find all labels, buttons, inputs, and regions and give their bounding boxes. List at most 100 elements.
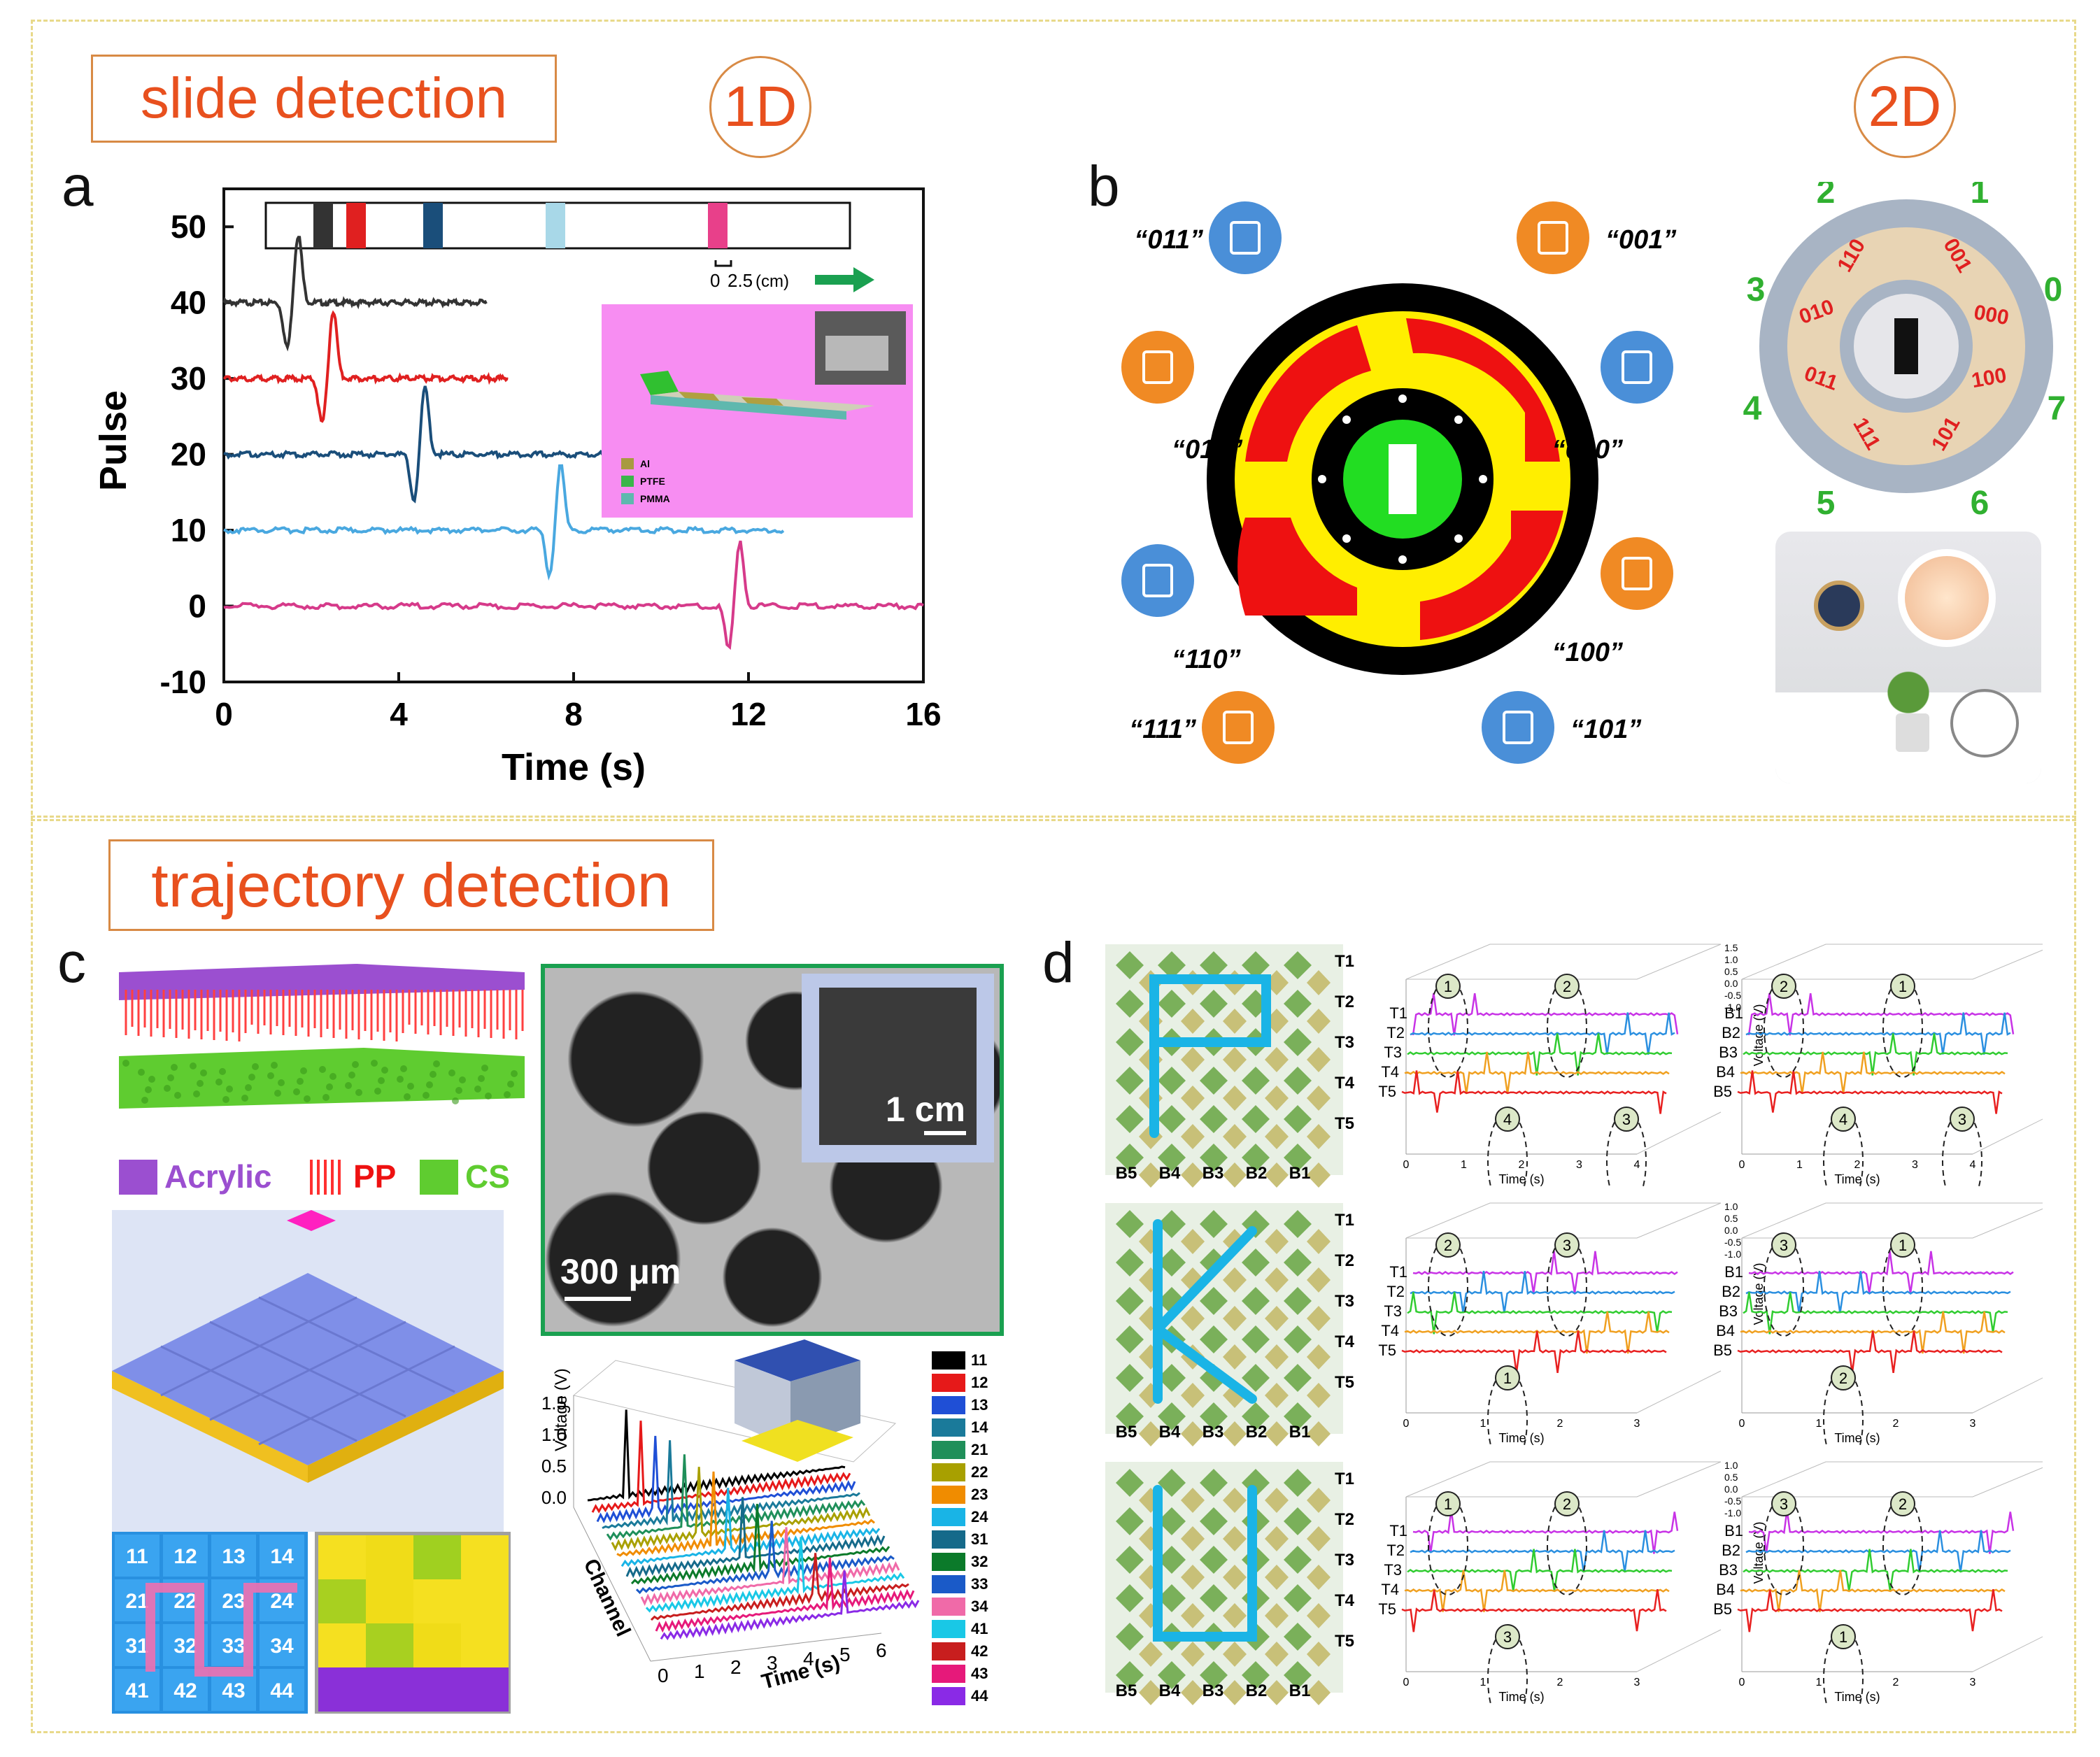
trace-label: T1	[1389, 1522, 1407, 1539]
cs-pore	[226, 1086, 233, 1093]
cs-pore	[300, 1067, 307, 1074]
electrode-pad	[1200, 951, 1228, 979]
x-tick-label: 1	[1796, 1159, 1803, 1171]
y-tick-label: 0.0	[1724, 1484, 1738, 1495]
electrode-pad	[1116, 1507, 1144, 1535]
x-tick-label: 4	[1634, 1159, 1640, 1171]
grid-label: 33	[222, 1635, 245, 1658]
electrode-pad	[1223, 1267, 1247, 1293]
cs-pore	[352, 1061, 359, 1068]
grid-cell	[211, 1535, 256, 1577]
tag-2d: 2D	[1854, 56, 1956, 158]
channel-trace-43	[655, 1557, 915, 1633]
electrode-pad	[1284, 1402, 1312, 1430]
trace-label: B3	[1719, 1302, 1738, 1320]
trace-label: T5	[1378, 1083, 1396, 1100]
electrode-pad	[1307, 1642, 1331, 1667]
channel-swatch	[932, 1508, 965, 1526]
x-tick-label: 1	[1816, 1677, 1822, 1688]
x-tick-label: 1	[694, 1660, 705, 1682]
channel-trace-11	[587, 1409, 846, 1502]
cs-pore	[319, 1066, 326, 1073]
electrode-pad	[1181, 1383, 1205, 1408]
trace-B2	[1745, 1270, 2011, 1314]
electrode-pad	[1158, 951, 1186, 979]
electrode-pad	[1223, 1421, 1247, 1446]
svg-text:Acrylic: Acrylic	[164, 1158, 271, 1195]
grid-label: 41	[125, 1679, 148, 1702]
heatmap-cell	[366, 1667, 413, 1712]
channel-swatch	[932, 1598, 965, 1616]
x-tick-label: 0	[1403, 1677, 1410, 1688]
electrode-pad	[1116, 1364, 1144, 1392]
y-tick-label: 1.0	[1724, 1460, 1738, 1471]
electrode-pad	[1158, 1507, 1186, 1535]
electrode-pad	[1158, 1249, 1186, 1276]
channel-swatch	[932, 1463, 965, 1481]
trace-B2	[1745, 1012, 2011, 1055]
trace-T4	[1404, 1311, 1670, 1354]
step-number: 3	[1622, 1111, 1631, 1128]
y-axis-label: Pulse	[92, 390, 134, 491]
grid-cell	[115, 1535, 159, 1577]
cs-pore	[381, 1067, 388, 1074]
channel-trace-33	[635, 1521, 895, 1595]
dial-number: 1	[1971, 182, 1989, 211]
electrode-pad	[1284, 1661, 1312, 1689]
top-section-frame	[31, 20, 2076, 821]
trajectory-P	[1149, 974, 1271, 1138]
electrode-pad	[1307, 1086, 1331, 1111]
trace-label: T5	[1378, 1600, 1396, 1618]
channel-label: 43	[971, 1665, 988, 1682]
cs-pore	[511, 1070, 518, 1077]
cs-pore	[293, 1088, 300, 1095]
trace-T1	[1412, 1510, 1679, 1554]
electrode-pad	[1181, 1642, 1205, 1667]
trace-label: T1	[1389, 1004, 1407, 1022]
trace-T5	[1401, 1589, 1667, 1632]
cs-pore	[371, 1060, 378, 1067]
x-tick-label: 0	[1739, 1677, 1745, 1688]
series-line-4	[223, 464, 785, 581]
tv-icon	[1601, 537, 1673, 610]
trace-B5	[1737, 1330, 2003, 1374]
x-tick-label: 2	[1893, 1677, 1899, 1688]
x-tick-label: 4	[1970, 1159, 1976, 1171]
x-axis-label: Time (s)	[1498, 1690, 1544, 1704]
electrode-pad	[1158, 1584, 1186, 1612]
panel-letter-d: d	[1042, 931, 1074, 995]
heatmap-cell	[461, 1579, 509, 1623]
electrode-pad	[1265, 1229, 1289, 1254]
printer-icon	[1482, 691, 1554, 764]
z-tick-label: 0.5	[541, 1456, 567, 1477]
t-label: T2	[1335, 1251, 1354, 1270]
strip-segment	[423, 203, 443, 248]
electrode-pad	[1158, 1546, 1186, 1574]
electrode-pad	[1181, 1526, 1205, 1551]
channel-label: 42	[971, 1642, 988, 1660]
fridge-icon-glyph	[1142, 564, 1173, 597]
strip-segment	[313, 203, 333, 248]
cs-pore	[215, 1079, 222, 1086]
step-number: 2	[1899, 1495, 1907, 1513]
electrode-pad	[1116, 1028, 1144, 1056]
x-tick-label: 2	[730, 1656, 742, 1678]
cs-pore	[274, 1090, 281, 1097]
electrode-pad	[1242, 1287, 1270, 1315]
light-bulb-icon	[1517, 201, 1589, 274]
cs-pore	[241, 1095, 248, 1102]
electrode-pad	[1307, 1124, 1331, 1149]
channel-label: 44	[971, 1687, 988, 1705]
cs-pore	[164, 1085, 171, 1092]
t-label: T1	[1335, 952, 1354, 971]
dial-number: 7	[2048, 390, 2066, 427]
series-line-2	[222, 310, 509, 423]
b-label: B3	[1202, 1164, 1224, 1183]
electrode-pad	[1307, 1565, 1331, 1590]
electrode-pad	[1265, 1680, 1289, 1705]
plot-box	[1405, 1461, 1722, 1498]
electrode-pad	[1223, 1565, 1247, 1590]
fan-icon-glyph	[1142, 350, 1173, 384]
step-number: 1	[1444, 978, 1452, 995]
b-label: B3	[1202, 1681, 1224, 1700]
